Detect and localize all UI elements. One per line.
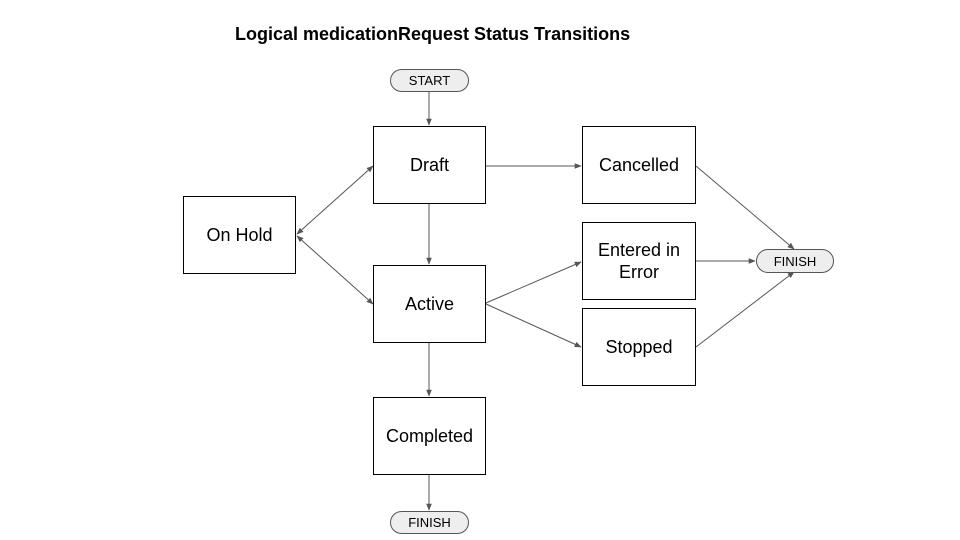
edge-active-to-entered-in-error: [485, 261, 582, 304]
finish-node-bottom: FINISH: [390, 511, 469, 534]
start-node: START: [390, 69, 469, 92]
entered-in-error-node: Entered in Error: [582, 222, 696, 300]
cancelled-node: Cancelled: [582, 126, 696, 204]
edge-cancelled-to-finish: [695, 165, 795, 250]
draft-node: Draft: [373, 126, 486, 204]
on-hold-node: On Hold: [183, 196, 296, 274]
stopped-node: Stopped: [582, 308, 696, 386]
completed-node: Completed: [373, 397, 486, 475]
diagram-title: Logical medicationRequest Status Transit…: [235, 24, 631, 44]
active-node: Active: [373, 265, 486, 343]
edge-onhold-active: [296, 235, 374, 305]
finish-node-right: FINISH: [756, 249, 834, 273]
edge-active-to-stopped: [485, 303, 582, 348]
edge-stopped-to-finish: [695, 271, 795, 348]
edge-draft-onhold: [296, 165, 374, 235]
entered-in-error-label: Entered in Error: [597, 240, 681, 282]
